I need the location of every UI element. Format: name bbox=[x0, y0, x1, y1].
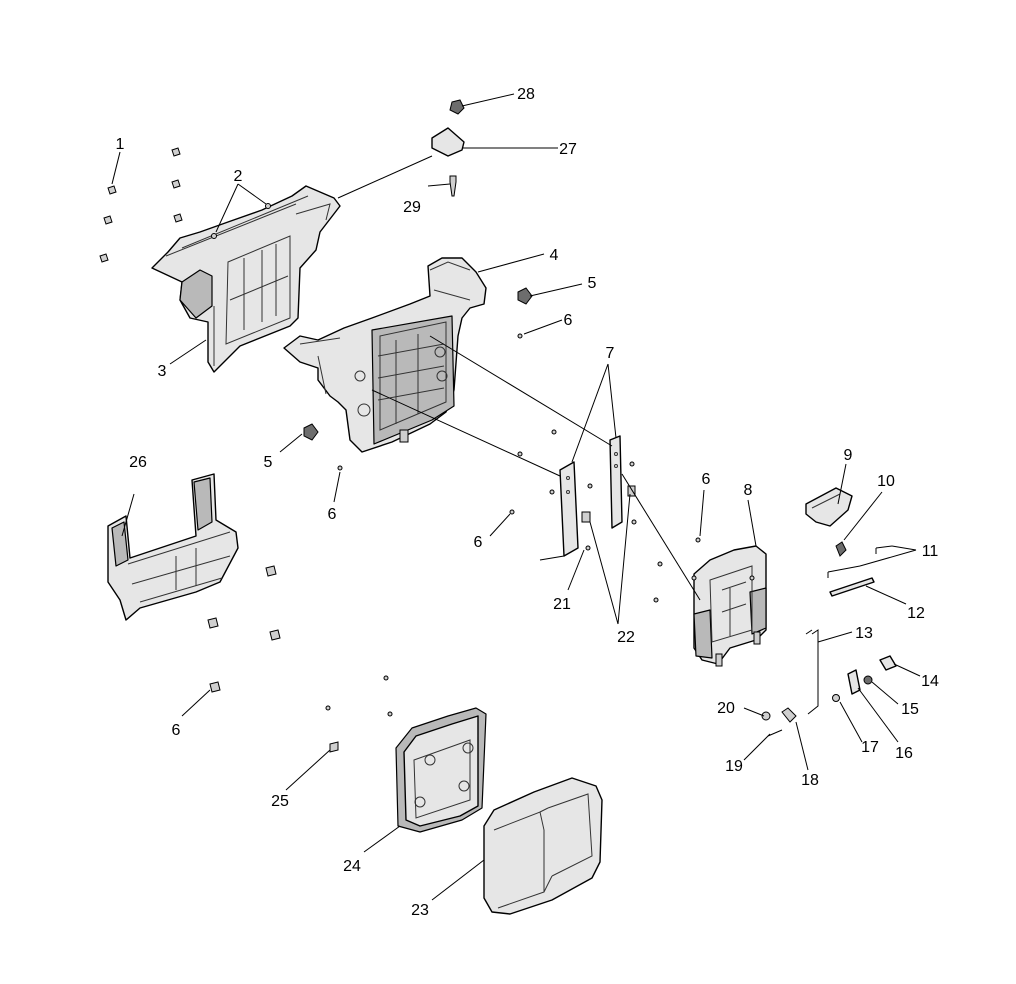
callout-6-plate: 6 bbox=[702, 471, 711, 488]
callout-15: 15 bbox=[901, 701, 919, 718]
callout-17: 17 bbox=[861, 739, 879, 756]
callout-4: 4 bbox=[550, 247, 559, 264]
callout-6-frame: 6 bbox=[328, 506, 337, 523]
part-23-seat-back-cushion bbox=[483, 777, 603, 915]
part-22-clips bbox=[581, 485, 636, 523]
part-29-pin bbox=[449, 175, 457, 197]
callout-labels: 1 2 3 4 5 5 6 6 6 6 6 7 8 9 10 11 12 13 … bbox=[116, 86, 939, 919]
callout-9: 9 bbox=[844, 447, 853, 464]
part-27-bracket bbox=[431, 127, 465, 157]
callout-11: 11 bbox=[922, 543, 939, 560]
callout-16: 16 bbox=[895, 745, 913, 762]
callout-23: 23 bbox=[411, 902, 429, 919]
callout-6-lower: 6 bbox=[172, 722, 181, 739]
part-5-nut-upper bbox=[517, 287, 533, 305]
callout-1: 1 bbox=[116, 136, 125, 153]
callout-7: 7 bbox=[606, 345, 615, 362]
callout-12: 12 bbox=[907, 605, 925, 622]
callout-14: 14 bbox=[921, 673, 939, 690]
part-9-handle bbox=[805, 487, 853, 527]
callout-25: 25 bbox=[271, 793, 289, 810]
part-8-rear-plate bbox=[693, 545, 767, 667]
callout-8: 8 bbox=[744, 482, 753, 499]
callout-19: 19 bbox=[725, 758, 743, 775]
callout-29: 29 bbox=[403, 199, 421, 216]
callout-18: 18 bbox=[801, 772, 819, 789]
callout-24: 24 bbox=[343, 858, 361, 875]
callout-3: 3 bbox=[158, 363, 167, 380]
part-24-seat-back-panel bbox=[395, 707, 487, 833]
callout-13: 13 bbox=[855, 625, 873, 642]
part-7-slide-rails bbox=[559, 435, 623, 557]
leader-lines bbox=[111, 93, 921, 901]
part-4-main-frame bbox=[283, 257, 487, 453]
callout-2: 2 bbox=[234, 168, 243, 185]
part-5-nut-lower bbox=[303, 423, 319, 441]
part-26-lower-bracket bbox=[107, 473, 239, 621]
assembly-lines bbox=[337, 155, 701, 601]
callout-20: 20 bbox=[717, 700, 735, 717]
callout-21: 21 bbox=[553, 596, 571, 613]
part-3-upper-bracket bbox=[151, 185, 341, 373]
callout-6-middle: 6 bbox=[474, 534, 483, 551]
callout-5-lower: 5 bbox=[264, 454, 273, 471]
callout-28: 28 bbox=[517, 86, 535, 103]
callout-22: 22 bbox=[617, 629, 635, 646]
callout-27: 27 bbox=[559, 141, 577, 158]
small-hardware-parts bbox=[761, 541, 897, 737]
part-28-nut bbox=[449, 99, 465, 115]
callout-5-upper: 5 bbox=[588, 275, 597, 292]
callout-10: 10 bbox=[877, 473, 895, 490]
callout-26: 26 bbox=[129, 454, 147, 471]
screws bbox=[99, 147, 755, 753]
callout-6-upper: 6 bbox=[564, 312, 573, 329]
